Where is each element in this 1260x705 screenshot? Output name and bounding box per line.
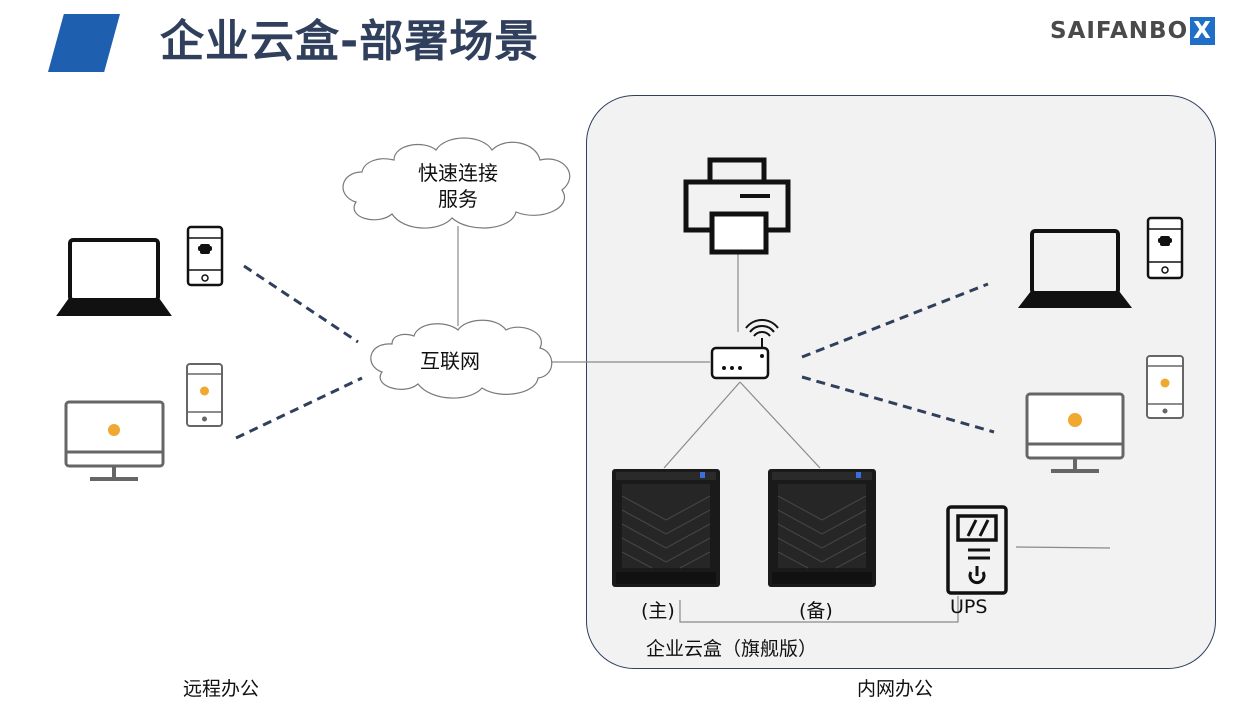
- intranet-zone-label: 内网办公: [857, 678, 934, 700]
- nas-icon: [612, 469, 720, 587]
- service-cloud-label: 快速连接 服务: [398, 160, 518, 212]
- link-ups-power: [1015, 546, 1111, 549]
- link-ups-chain: [679, 596, 959, 623]
- logo-x: X: [1190, 17, 1215, 45]
- link-lan-laptop: [801, 282, 989, 359]
- ups-label: UPS: [950, 596, 988, 618]
- ups-icon: [946, 505, 1008, 595]
- link-remote-imac: [235, 376, 363, 440]
- service-cloud-line1: 快速连接: [418, 161, 498, 185]
- dashed-links: [235, 264, 995, 440]
- apple-phone-icon: [1146, 355, 1184, 419]
- router-icon: [710, 319, 779, 380]
- cloud-icon: [370, 319, 553, 399]
- link-router-nas-primary: [663, 381, 741, 469]
- cloud-icon: [342, 137, 571, 229]
- cloudbox-caption: 企业云盒（旗舰版）: [646, 638, 818, 660]
- nas-backup-label: (备): [799, 600, 833, 622]
- laptop-icon: [1017, 229, 1133, 308]
- printer-icon: [683, 157, 791, 255]
- link-router-nas-backup: [739, 381, 821, 469]
- laptop-icon: [56, 238, 172, 316]
- remote-zone-label: 远程办公: [183, 678, 260, 700]
- logo-text: SAIFANBO: [1050, 18, 1189, 44]
- imac-icon: [1025, 392, 1125, 473]
- imac-icon: [64, 400, 165, 481]
- android-phone-icon: [186, 225, 224, 287]
- link-remote-laptop: [243, 264, 359, 344]
- service-cloud-line2: 服务: [438, 187, 478, 211]
- page-title: 企业云盒-部署场景: [160, 16, 540, 67]
- link-lan-imac: [801, 375, 995, 434]
- nas-icon: [768, 469, 876, 587]
- android-phone-icon: [1146, 216, 1184, 280]
- internet-cloud-label: 互联网: [420, 349, 480, 373]
- apple-phone-icon: [186, 363, 223, 427]
- solid-links: [457, 226, 1111, 623]
- nas-primary-label: (主): [641, 600, 675, 622]
